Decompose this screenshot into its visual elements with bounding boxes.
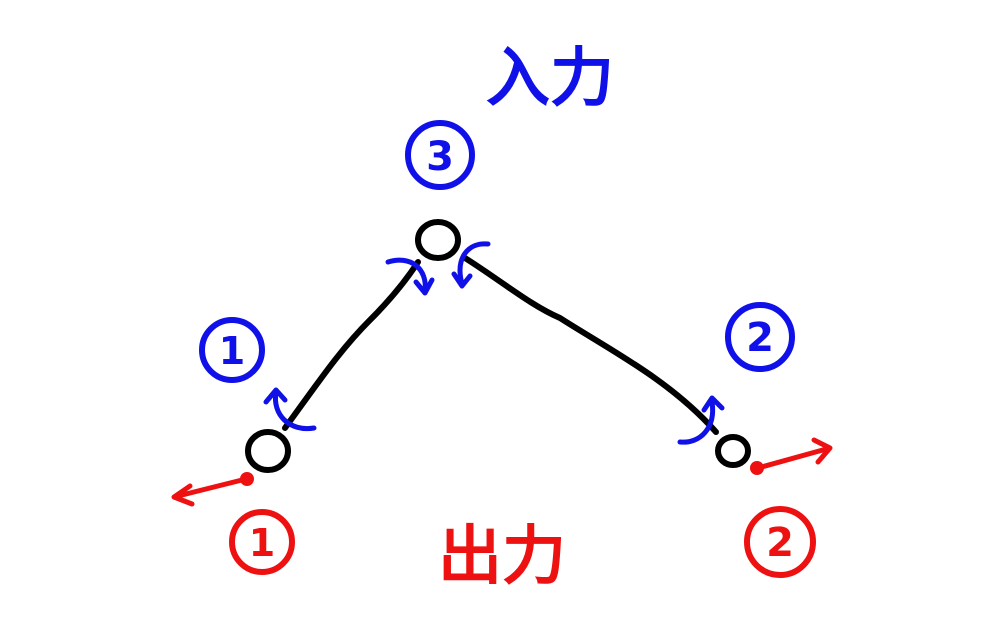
input-label: 入力 (486, 42, 614, 116)
output-circle-2 (744, 506, 816, 578)
input-number-3: 3 (426, 134, 454, 180)
right-joint (715, 434, 751, 468)
rotation-arrow-icon (385, 257, 435, 296)
right-link (462, 255, 719, 435)
input-circle-2 (725, 302, 795, 372)
input-number-1: 1 (219, 329, 245, 373)
output-arrow-icon (755, 437, 833, 471)
output-point (750, 461, 764, 475)
output-number-2: 2 (766, 520, 794, 566)
left-joint (245, 429, 291, 473)
output-circle-1 (229, 509, 295, 575)
input-circle-3 (405, 120, 475, 190)
output-label: 出力 (438, 520, 566, 594)
top-joint (415, 219, 461, 261)
rotation-arrow-icon (677, 395, 725, 445)
input-circle-1 (199, 317, 265, 383)
rotation-arrow-icon (451, 241, 491, 289)
input-number-2: 2 (746, 315, 774, 361)
left-link (282, 259, 421, 431)
rotation-arrow-icon (263, 387, 317, 432)
output-point (240, 472, 254, 486)
output-arrow-icon (171, 476, 249, 507)
output-number-1: 1 (249, 521, 275, 565)
